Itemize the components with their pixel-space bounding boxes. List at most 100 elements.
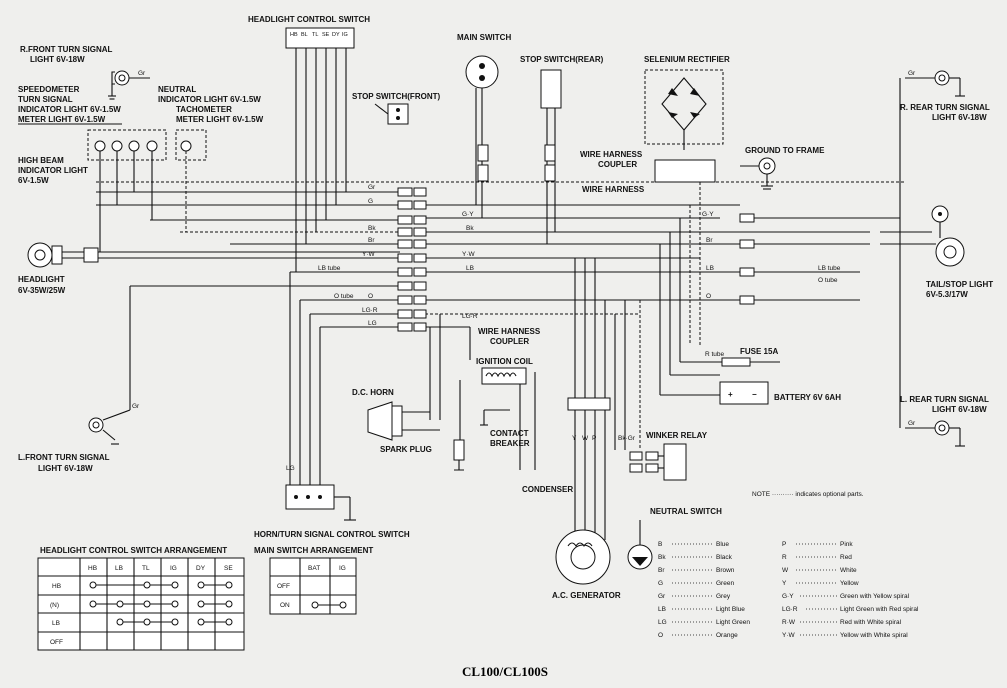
wire-harness-coupler-label-1: WIRE HARNESS [580, 150, 643, 159]
contact-breaker-label-2: BREAKER [490, 439, 530, 448]
wire-code: Gr [368, 184, 376, 191]
contact-breaker-label-1: CONTACT [490, 429, 529, 438]
fuse-icon [721, 357, 751, 367]
legend-code: R [782, 554, 787, 561]
wire-code: P [592, 435, 596, 442]
legend-name: Light Green with Red spiral [840, 606, 919, 613]
legend-entry: Bk Black [658, 554, 733, 561]
meter-lamps-icon [87, 129, 207, 161]
legend-entry: B Blue [658, 541, 729, 548]
legend-name: Green [716, 580, 734, 587]
l-rear-turn-signal-label-1: L. REAR TURN SIGNAL [900, 395, 989, 404]
legend-entry: LG Light Green [658, 619, 750, 626]
wire-harness-label: WIRE HARNESS [582, 185, 645, 194]
switch-terminal-label: IG [342, 32, 348, 38]
r-rear-turn-signal-label-1: R. REAR TURN SIGNAL [900, 103, 990, 112]
wire-code: Gr [908, 420, 916, 427]
wire-bundle [96, 48, 936, 540]
legend-code: Gr [658, 593, 666, 600]
ac-generator-icon [555, 529, 611, 585]
r-front-turn-signal-label-2: LIGHT 6V-18W [30, 55, 85, 64]
main-table-row: OFF [277, 583, 290, 590]
legend-entry: LG·R Light Green with Red spiral [782, 606, 919, 613]
tail-stop-light-icon [931, 205, 965, 267]
wire-code: O [706, 293, 711, 300]
dc-horn-label: D.C. HORN [352, 388, 394, 397]
switch-terminal-label: TL [312, 32, 318, 38]
r-rear-turn-signal-label-2: LIGHT 6V-18W [932, 113, 987, 122]
wire-code: Gr [138, 70, 146, 77]
legend-name: Brown [716, 567, 735, 574]
wire-code: Y·W [462, 251, 476, 258]
legend-entry: LB Light Blue [658, 606, 745, 613]
legend-code: P [782, 541, 786, 548]
wire-harness-coupler-label-2: COUPLER [598, 160, 637, 169]
neutral-indicator-label-1: NEUTRAL [158, 85, 196, 94]
contact-breaker-icon [480, 409, 510, 426]
legend-name: Pink [840, 541, 853, 548]
main-table-row: ON [280, 602, 290, 609]
legend-code: W [782, 567, 789, 574]
wire-code: LG [368, 320, 377, 327]
legend-name: White [840, 567, 857, 574]
legend-entry: G·Y Green with Yellow spiral [782, 593, 910, 600]
legend-code: Bk [658, 554, 666, 561]
high-beam-label-3: 6V-1.5W [18, 176, 49, 185]
wire-code: G·Y [462, 211, 474, 218]
wire-harness-coupler-top-icon [654, 159, 716, 183]
legend-code: LG·R [782, 606, 798, 613]
legend-code: G·Y [782, 593, 794, 600]
wire-code: O tube [818, 277, 838, 284]
tail-stop-light-label-1: TAIL/STOP LIGHT [926, 280, 993, 289]
headlight-table-col: DY [196, 565, 206, 572]
speedometer-label-2: TURN SIGNAL [18, 95, 73, 104]
main-switch-icon [465, 55, 499, 89]
r-front-turn-signal-label-1: R.FRONT TURN SIGNAL [20, 45, 113, 54]
legend-code: Y·W [782, 632, 796, 639]
speedometer-label-1: SPEEDOMETER [18, 85, 80, 94]
wire-code: Br [368, 237, 375, 244]
legend-name: Light Blue [716, 606, 745, 613]
switch-terminal-label: DY [332, 32, 340, 38]
stop-switch-rear-label: STOP SWITCH(REAR) [520, 55, 604, 64]
battery-icon: + − [719, 381, 769, 405]
l-rear-turn-signal-label-2: LIGHT 6V-18W [932, 405, 987, 414]
legend-entry: G Green [658, 580, 734, 587]
legend-code: Y [782, 580, 787, 587]
wire-code: LB [466, 265, 474, 272]
neutral-switch-icon [627, 520, 653, 570]
wire-code: Gr [132, 403, 140, 410]
legend-name: Grey [716, 593, 731, 600]
headlight-table-row: HB [52, 583, 61, 590]
winker-relay-label: WINKER RELAY [646, 431, 708, 440]
wire-code: R tube [705, 351, 725, 358]
legend-code: G [658, 580, 663, 587]
wire-code: LG·R [462, 313, 478, 320]
legend-entry: O Orange [658, 632, 738, 639]
diagram-title: CL100/CL100S [462, 664, 548, 679]
legend-name: Green with Yellow spiral [840, 593, 910, 600]
speedometer-label-4: METER LIGHT 6V-1.5W [18, 115, 106, 124]
headlight-control-switch-label: HEADLIGHT CONTROL SWITCH [248, 15, 370, 24]
main-table-col: IG [339, 565, 346, 572]
legend-code: R·W [782, 619, 796, 626]
horn-icon [367, 401, 440, 441]
ignition-coil-icon [481, 367, 527, 385]
horn-turn-signal-switch-label: HORN/TURN SIGNAL CONTROL SWITCH [254, 530, 410, 539]
wire-code: LB tube [318, 265, 341, 272]
legend-name: Yellow with White spiral [840, 632, 908, 639]
wire-code: Bk [466, 225, 474, 232]
neutral-indicator-label-2: INDICATOR LIGHT 6V-1.5W [158, 95, 261, 104]
main-table-col: BAT [308, 565, 320, 572]
wire-code: G [368, 198, 373, 205]
condenser-label: CONDENSER [522, 485, 573, 494]
legend-entry: Br Brown [658, 567, 735, 574]
switch-terminal-label: SE [322, 32, 330, 38]
legend-code: B [658, 541, 662, 548]
legend-entry: R Red [782, 554, 852, 561]
headlight-table-title: HEADLIGHT CONTROL SWITCH ARRANGEMENT [40, 546, 227, 555]
legend-name: Blue [716, 541, 729, 548]
legend-name: Orange [716, 632, 738, 639]
wire-code: Y [572, 435, 577, 442]
fuse-label: FUSE 15A [740, 347, 778, 356]
